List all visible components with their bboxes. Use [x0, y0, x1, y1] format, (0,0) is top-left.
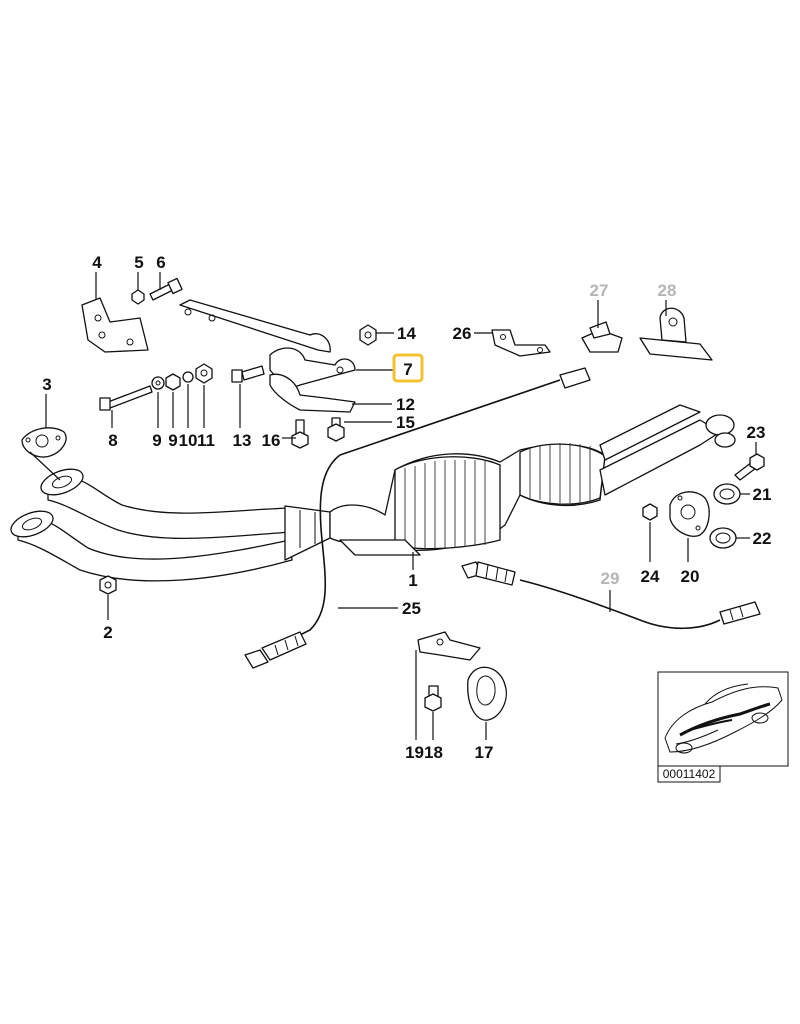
nut-part[interactable]	[99, 575, 117, 595]
nut-14[interactable]	[359, 324, 377, 346]
label-26[interactable]: 26	[453, 324, 472, 343]
label-22[interactable]: 22	[753, 529, 772, 548]
bolt-13[interactable]	[231, 365, 265, 383]
bracket-28[interactable]	[639, 307, 713, 361]
nut-11[interactable]	[195, 363, 213, 384]
bracket-26[interactable]	[491, 329, 551, 357]
bolt-15[interactable]	[327, 417, 345, 442]
label-10[interactable]: 10	[179, 431, 198, 450]
label-3[interactable]: 3	[42, 375, 51, 394]
bolt-23[interactable]	[734, 453, 765, 481]
manifold-gasket[interactable]	[21, 427, 67, 458]
bracket-19[interactable]	[417, 631, 481, 661]
label-29[interactable]: 29	[601, 569, 620, 588]
label-13[interactable]: 13	[233, 431, 252, 450]
label-16[interactable]: 16	[262, 431, 281, 450]
hanger-bracket[interactable]	[179, 299, 356, 413]
label-9-washer[interactable]: 9	[152, 431, 161, 450]
bolt-16[interactable]	[291, 419, 309, 449]
nut-9[interactable]	[165, 373, 181, 391]
label-4[interactable]: 4	[92, 253, 102, 272]
bolt-6[interactable]	[149, 277, 183, 301]
nut-24[interactable]	[642, 503, 658, 521]
label-9-nut[interactable]: 9	[168, 431, 177, 450]
oxygen-sensor-rear[interactable]	[461, 561, 761, 630]
diagram-reference-number: 00011402	[663, 767, 716, 781]
leader-lines	[29, 272, 757, 740]
label-19-18[interactable]: 1918	[405, 743, 443, 762]
label-28[interactable]: 28	[658, 281, 677, 300]
vehicle-locator-thumbnail: 00011402	[657, 671, 789, 783]
flange-gasket-20[interactable]	[669, 491, 710, 537]
selected-highlight-box	[392, 353, 424, 383]
washer-9[interactable]	[151, 376, 165, 390]
callout-labels: 4 5 6 3 2 8 9 9 10 11 13 16 14 7 12 15 2…	[42, 253, 771, 762]
label-5[interactable]: 5	[134, 253, 143, 272]
bracket-4[interactable]	[81, 297, 149, 353]
label-20[interactable]: 20	[681, 567, 700, 586]
clip-27[interactable]	[581, 321, 623, 353]
nut-5[interactable]	[131, 289, 145, 305]
label-7: 7	[403, 360, 412, 379]
bolt-8[interactable]	[99, 385, 153, 411]
rubber-mount-17[interactable]	[467, 666, 507, 721]
sealing-ring-22[interactable]	[709, 527, 737, 549]
label-24[interactable]: 24	[641, 567, 660, 586]
label-1[interactable]: 1	[408, 571, 417, 590]
label-11[interactable]: 11	[197, 431, 215, 450]
selected-callout-7[interactable]: 7	[392, 353, 424, 383]
sealing-ring-21[interactable]	[713, 483, 741, 505]
front-exhaust-pipes[interactable]	[8, 464, 331, 582]
bolt-18[interactable]	[424, 685, 442, 712]
label-2[interactable]: 2	[103, 623, 112, 642]
label-25[interactable]: 25	[402, 599, 421, 618]
catalytic-converter[interactable]	[329, 404, 736, 556]
label-21[interactable]: 21	[753, 485, 772, 504]
label-27[interactable]: 27	[590, 281, 609, 300]
washer-10[interactable]	[182, 371, 194, 383]
label-12[interactable]: 12	[396, 395, 415, 414]
label-17[interactable]: 17	[475, 743, 494, 762]
label-6[interactable]: 6	[156, 253, 165, 272]
label-23[interactable]: 23	[747, 423, 766, 442]
label-15[interactable]: 15	[396, 413, 415, 432]
oxygen-sensor-front[interactable]	[244, 367, 591, 669]
label-8[interactable]: 8	[108, 431, 117, 450]
label-14[interactable]: 14	[397, 324, 416, 343]
